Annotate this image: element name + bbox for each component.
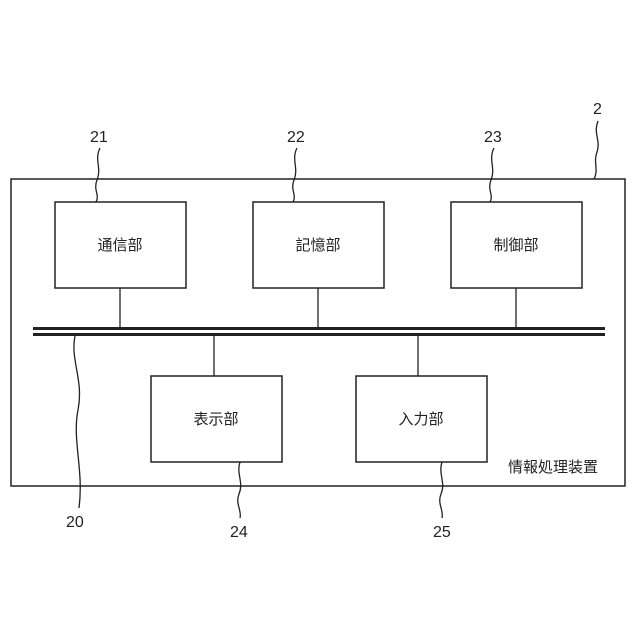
communication-unit-label: 通信部 <box>97 236 142 254</box>
communication-unit-ref-number: 21 <box>90 129 108 146</box>
bus-line-lower <box>33 333 605 336</box>
display-unit-ref-number: 24 <box>230 524 248 541</box>
display-unit-label: 表示部 <box>193 410 238 428</box>
device-leader-line <box>594 121 598 179</box>
device-ref-number: 2 <box>593 101 602 118</box>
bus-line-upper <box>33 327 605 330</box>
storage-unit-label: 記憶部 <box>295 236 340 254</box>
storage-unit-ref-number: 22 <box>287 129 305 146</box>
control-unit-label: 制御部 <box>493 236 538 254</box>
bus-ref-number: 20 <box>66 514 84 531</box>
input-unit-ref-number: 25 <box>433 524 451 541</box>
control-unit-ref-number: 23 <box>484 129 502 146</box>
input-unit-label: 入力部 <box>398 410 443 428</box>
device-label: 情報処理装置 <box>508 458 598 476</box>
